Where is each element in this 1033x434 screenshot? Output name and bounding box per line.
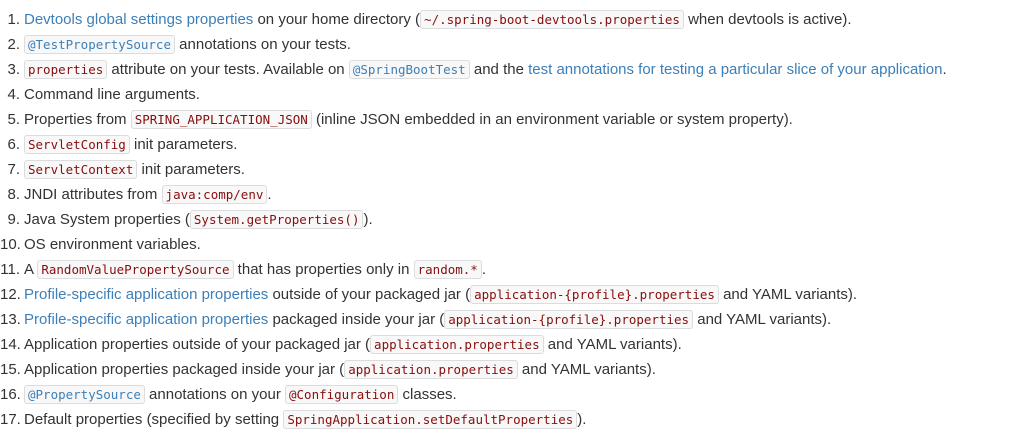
text-segment: Application properties packaged inside y… — [24, 361, 345, 378]
list-item-number: 11. — [0, 261, 20, 278]
inline-code: random.* — [413, 260, 482, 279]
text-segment: classes. — [398, 386, 457, 403]
list-item-number: 4. — [7, 86, 20, 103]
list-item: 15.Application properties packaged insid… — [0, 357, 1033, 382]
text-segment: . — [481, 261, 487, 278]
text-segment: JNDI attributes from — [24, 186, 162, 203]
list-item: 7.ServletContext init parameters. — [0, 157, 1033, 182]
text-segment: when devtools is active). — [683, 11, 852, 28]
list-item-number: 2. — [7, 36, 20, 53]
text-segment: ). — [577, 411, 587, 428]
text-segment: OS environment variables. — [24, 236, 201, 253]
inline-code: application-{profile}.properties — [470, 285, 719, 304]
text-segment: and the — [469, 61, 529, 78]
list-item: 17.Default properties (specified by sett… — [0, 407, 1033, 432]
list-item-number: 14. — [0, 336, 21, 353]
text-segment: init parameters. — [137, 161, 245, 178]
text-segment: A — [24, 261, 38, 278]
text-segment: packaged inside your jar ( — [268, 311, 445, 328]
text-segment: on your home directory ( — [253, 11, 421, 28]
text-segment: Default properties (specified by setting — [24, 411, 284, 428]
text-segment: Java System properties ( — [24, 211, 190, 228]
text-segment: attribute on your tests. Available on — [107, 61, 349, 78]
text-segment: (inline JSON embedded in an environment … — [311, 111, 793, 128]
text-segment: Command line arguments. — [24, 86, 200, 103]
list-item-number: 16. — [0, 386, 21, 403]
inline-code: SpringApplication.setDefaultProperties — [283, 410, 578, 429]
list-item: 12.Profile-specific application properti… — [0, 282, 1033, 307]
inline-code: properties — [24, 60, 108, 79]
text-segment: . — [942, 61, 947, 78]
list-item-number: 17. — [0, 411, 21, 428]
list-item: 16.@PropertySource annotations on your @… — [0, 382, 1033, 407]
text-segment: ). — [363, 211, 373, 228]
list-item: 1.Devtools global settings properties on… — [0, 7, 1033, 32]
list-item-number: 15. — [0, 361, 21, 378]
inline-code: application.properties — [370, 335, 544, 354]
code-link[interactable]: @PropertySource — [24, 385, 145, 404]
text-segment: Application properties outside of your p… — [24, 336, 371, 353]
list-item: 8.JNDI attributes from java:comp/env. — [0, 182, 1033, 207]
list-item: 4.Command line arguments. — [0, 82, 1033, 107]
inline-code: application-{profile}.properties — [444, 310, 694, 329]
doc-link[interactable]: test annotations for testing a particula… — [528, 61, 943, 78]
inline-code: SPRING_APPLICATION_JSON — [130, 110, 312, 129]
list-item: 2.@TestPropertySource annotations on you… — [0, 32, 1033, 57]
text-segment: and YAML variants). — [543, 336, 682, 353]
list-item: 9.Java System properties (System.getProp… — [0, 207, 1033, 232]
doc-link[interactable]: Profile-specific application properties — [24, 286, 269, 303]
inline-code: ServletConfig — [24, 135, 130, 154]
list-item-number: 12. — [0, 286, 21, 303]
inline-code: ServletContext — [24, 160, 138, 179]
text-segment: and YAML variants). — [718, 286, 858, 303]
list-item: 14.Application properties outside of you… — [0, 332, 1033, 357]
code-link[interactable]: @TestPropertySource — [24, 35, 175, 54]
doc-link[interactable]: Devtools global settings properties — [24, 11, 254, 28]
inline-code: System.getProperties() — [189, 210, 364, 229]
inline-code: ~/.spring-boot-devtools.properties — [420, 10, 684, 29]
list-item: 11.A RandomValuePropertySource that has … — [0, 257, 1033, 282]
inline-code: java:comp/env — [161, 185, 268, 204]
text-segment: Properties from — [24, 111, 131, 128]
list-item-number: 3. — [7, 61, 20, 78]
list-item-number: 1. — [7, 11, 20, 28]
list-item-number: 8. — [7, 186, 20, 203]
text-segment: . — [267, 186, 272, 203]
doc-link[interactable]: Profile-specific application properties — [24, 311, 269, 328]
text-segment: and YAML variants). — [517, 361, 656, 378]
list-item: 5.Properties from SPRING_APPLICATION_JSO… — [0, 107, 1033, 132]
list-item-number: 9. — [7, 211, 20, 228]
text-segment: outside of your packaged jar ( — [268, 286, 471, 303]
list-item-number: 7. — [7, 161, 20, 178]
inline-code: application.properties — [344, 360, 518, 379]
code-link[interactable]: @SpringBootTest — [348, 60, 470, 79]
list-item-number: 10. — [0, 236, 21, 253]
text-segment: that has properties only in — [233, 261, 414, 278]
text-segment: annotations on your tests. — [175, 36, 351, 53]
list-item-number: 5. — [7, 111, 20, 128]
inline-code: @Configuration — [285, 385, 399, 404]
list-item-number: 6. — [7, 136, 20, 153]
text-segment: and YAML variants). — [693, 311, 832, 328]
list-item: 13.Profile-specific application properti… — [0, 307, 1033, 332]
list-item-number: 13. — [0, 311, 21, 328]
list-item: 3.properties attribute on your tests. Av… — [0, 57, 1033, 82]
list-item: 10.OS environment variables. — [0, 232, 1033, 257]
text-segment: annotations on your — [144, 386, 285, 403]
list-item: 6.ServletConfig init parameters. — [0, 132, 1033, 157]
text-segment: init parameters. — [129, 136, 238, 153]
inline-code: RandomValuePropertySource — [37, 260, 234, 279]
